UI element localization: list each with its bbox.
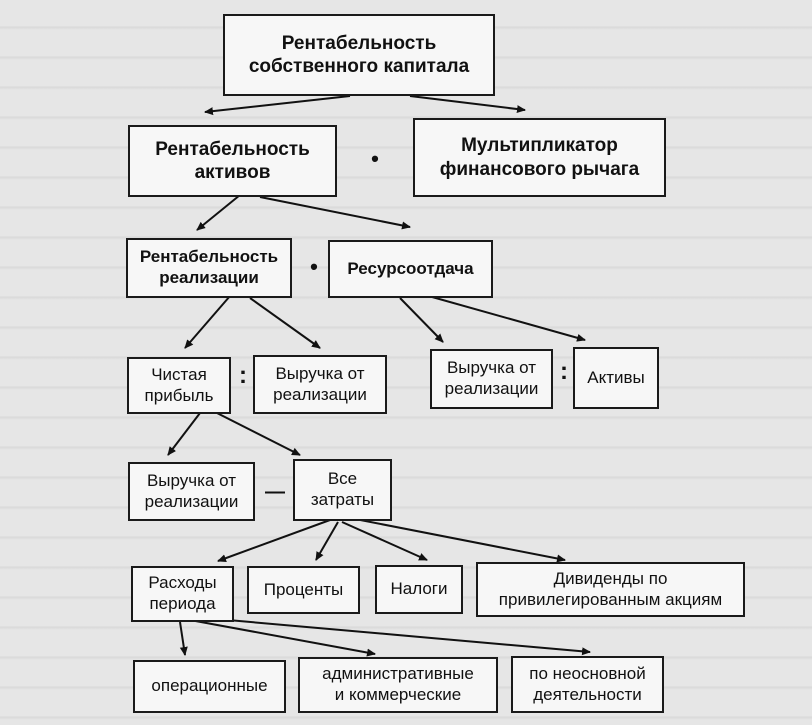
- node-roe: Рентабельность собственного капитала: [223, 14, 495, 96]
- edge-net-profit-revenue-c: [167, 412, 201, 456]
- edge-costs-interest: [315, 521, 339, 561]
- edge-net-profit-all-costs: [214, 411, 301, 456]
- node-revenue-b: Выручка от реализации: [430, 349, 553, 409]
- operator-divide-1: :: [239, 362, 247, 389]
- edge-costs-dividends: [349, 517, 566, 563]
- node-operational: операционные: [133, 660, 286, 713]
- node-roa: Рентабельность активов: [128, 125, 337, 197]
- edge-roe-multiplier: [409, 95, 526, 114]
- node-ros: Рентабельность реализации: [126, 238, 292, 298]
- node-dividends: Дивиденды по привилегированным акциям: [476, 562, 745, 617]
- node-nonmain: по неосновной деятельности: [511, 656, 664, 713]
- node-taxes: Налоги: [375, 565, 463, 614]
- node-revenue-a: Выручка от реализации: [253, 355, 387, 414]
- node-interest: Проценты: [247, 566, 360, 614]
- operator-multiply-1: •: [371, 146, 379, 171]
- edge-turnover-assets: [424, 294, 586, 342]
- edge-period-nonmain: [204, 617, 591, 656]
- edge-ros-revenue-a: [249, 297, 321, 349]
- operator-multiply-2: •: [310, 254, 318, 279]
- node-revenue-c: Выручка от реализации: [128, 462, 255, 521]
- edge-period-admin: [189, 619, 376, 657]
- edge-turnover-revenue-b: [399, 297, 444, 343]
- edge-period-operational: [179, 621, 188, 656]
- edge-costs-period: [217, 519, 331, 563]
- node-all-costs: Все затраты: [293, 459, 392, 521]
- edge-roa-ros: [196, 194, 241, 231]
- node-turnover: Ресурсоотдача: [328, 240, 493, 298]
- edge-costs-taxes: [341, 521, 428, 561]
- node-multiplier: Мультипликатор финансового рычага: [413, 118, 666, 197]
- edge-ros-net-profit: [184, 295, 231, 349]
- operator-divide-2: :: [560, 358, 568, 385]
- operator-minus: —: [265, 481, 285, 503]
- node-period-costs: Расходы периода: [131, 566, 234, 622]
- edge-roa-turnover: [259, 196, 411, 230]
- node-assets: Активы: [573, 347, 659, 409]
- node-net-profit: Чистая прибыль: [127, 357, 231, 414]
- node-admin: административные и коммерческие: [298, 657, 498, 713]
- edge-roe-roa: [204, 95, 351, 116]
